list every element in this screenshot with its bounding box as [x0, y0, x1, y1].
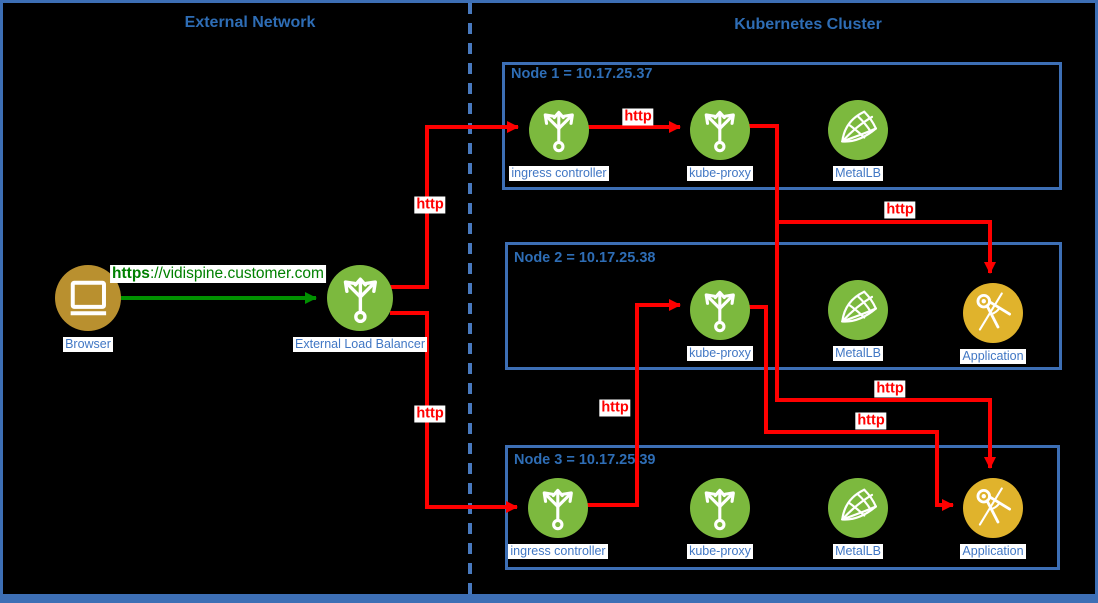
- component-label: kube-proxy: [687, 166, 753, 181]
- branch-arrows-icon: [327, 265, 393, 331]
- arrow-node2-kubeproxy-to-node3-application: [747, 305, 954, 511]
- branch-arrows-icon: [529, 100, 589, 160]
- component-label: MetalLB: [833, 544, 883, 559]
- node3-application: Application: [933, 478, 1053, 559]
- node1-ingress-controller: ingress controller: [499, 100, 619, 181]
- compass-icon: [963, 478, 1023, 538]
- component-label: ingress controller: [509, 166, 609, 181]
- http-label: http: [599, 399, 631, 417]
- branch-arrows-icon: [690, 478, 750, 538]
- compass-icon: [963, 283, 1023, 343]
- https-url-label: https://vidispine.customer.com: [110, 265, 326, 283]
- browser: Browser: [28, 265, 148, 352]
- arrow-node3-ingress-to-node2-kubeproxy: [585, 299, 681, 507]
- external-network-title: External Network: [184, 14, 316, 31]
- component-label: kube-proxy: [687, 544, 753, 559]
- metallb-net-icon: [828, 478, 888, 538]
- http-label: http: [414, 196, 446, 214]
- node1-metallb: MetalLB: [798, 100, 918, 181]
- component-label: ingress controller: [508, 544, 608, 559]
- arrow-node1-kubeproxy-to-node3-application: [775, 160, 996, 469]
- node1-kube-proxy: kube-proxy: [660, 100, 780, 181]
- external-load-balancer: External Load Balancer: [293, 265, 427, 352]
- node3-ingress-controller: ingress controller: [498, 478, 618, 559]
- metallb-net-icon: [828, 100, 888, 160]
- node2-kube-proxy: kube-proxy: [660, 280, 780, 361]
- component-label: MetalLB: [833, 346, 883, 361]
- https-url-rest: ://vidispine.customer.com: [149, 265, 324, 282]
- component-label: Application: [960, 349, 1026, 364]
- branch-arrows-icon: [528, 478, 588, 538]
- https-protocol: https: [112, 265, 150, 282]
- node2-title: Node 2 = 10.17.25.38: [514, 250, 656, 266]
- http-label: http: [855, 412, 887, 430]
- metallb-net-icon: [828, 280, 888, 340]
- node1-title: Node 1 = 10.17.25.37: [511, 66, 653, 82]
- http-label: http: [884, 201, 916, 219]
- node2-metallb: MetalLB: [798, 280, 918, 361]
- branch-arrows-icon: [690, 280, 750, 340]
- browser-label: Browser: [63, 337, 113, 352]
- node2-application: Application: [933, 283, 1053, 364]
- node3-kube-proxy: kube-proxy: [660, 478, 780, 559]
- http-label: http: [414, 405, 446, 423]
- kubernetes-cluster-title: Kubernetes Cluster: [734, 16, 882, 33]
- http-label: http: [874, 380, 906, 398]
- node2-box: [505, 242, 1062, 370]
- component-label: MetalLB: [833, 166, 883, 181]
- external-load-balancer-label: External Load Balancer: [293, 337, 427, 352]
- http-label: http: [622, 108, 654, 126]
- node3-title: Node 3 = 10.17.25.39: [514, 452, 656, 468]
- component-label: Application: [960, 544, 1026, 559]
- monitor-icon: [55, 265, 121, 331]
- component-label: kube-proxy: [687, 346, 753, 361]
- node3-metallb: MetalLB: [798, 478, 918, 559]
- branch-arrows-icon: [690, 100, 750, 160]
